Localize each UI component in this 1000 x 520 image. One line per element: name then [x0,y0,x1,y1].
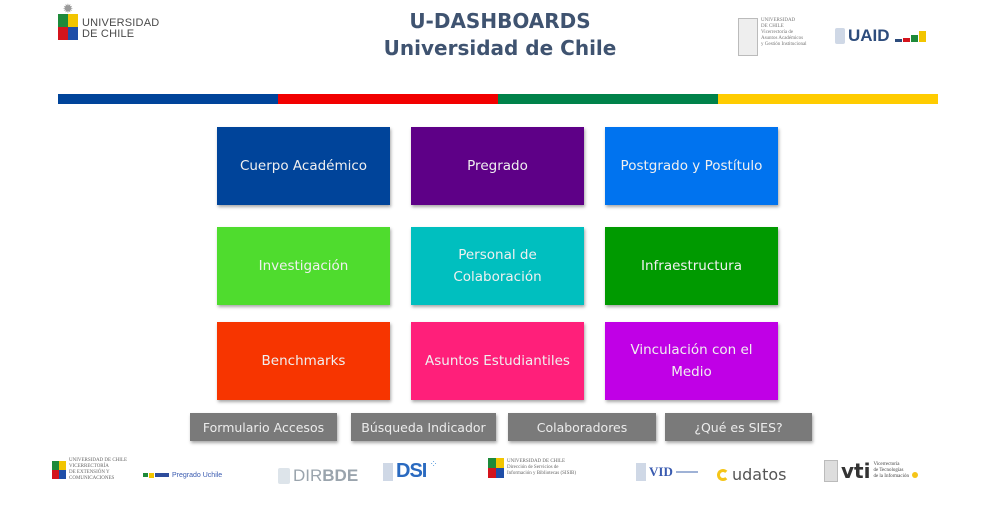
colaboradores-button[interactable]: Colaboradores [508,413,656,441]
sisib-logo-text: UNIVERSIDAD DE CHILE Dirección de Servic… [507,459,577,476]
uaid-bars-icon [894,30,926,42]
udatos-icon [717,468,729,481]
dsi-dots-icon: ⁘ [429,459,438,470]
tile-infraestructura[interactable]: Infraestructura [605,227,778,305]
stripe-blue [58,94,278,104]
page-title: U-DASHBOARDS Universidad de Chile [300,8,700,62]
vti-logo[interactable]: vti Vicerrectoría de Tecnologías de la I… [824,459,918,483]
uchile-crest-icon [488,458,504,478]
title-line2: Universidad de Chile [383,36,617,60]
uchile-logo-text: UNIVERSIDAD DE CHILE [82,17,160,40]
vaa-crest-icon [738,18,758,56]
uaid-logo-text: UAID [848,26,890,45]
uaid-crest-icon [835,28,845,44]
tile-cuerpo-academico[interactable]: Cuerpo Académico [217,127,390,205]
tile-investigacion[interactable]: Investigación [217,227,390,305]
busqueda-indicador-button[interactable]: Búsqueda Indicador [351,413,496,441]
uaid-logo[interactable]: UAID [835,26,926,45]
universidad-de-chile-logo[interactable]: ✹ UNIVERSIDAD DE CHILE [58,3,160,40]
vaa-logo[interactable]: UNIVERSIDAD DE CHILE Vicerrectoría de As… [738,18,807,56]
vaa-logo-text: UNIVERSIDAD DE CHILE Vicerrectoría de As… [761,18,807,47]
stripe-yellow [718,94,938,104]
title-line1: U-DASHBOARDS [409,9,591,33]
vid-crest-icon [636,463,646,481]
vti-crest-icon [824,460,838,482]
sisib-logo[interactable]: UNIVERSIDAD DE CHILE Dirección de Servic… [488,458,576,478]
tile-asuntos-estudiantiles[interactable]: Asuntos Estudiantiles [411,322,584,400]
vti-dot-icon [912,472,918,478]
pregrado-uchile-logo[interactable]: Pregrado Uchile [143,472,222,479]
color-stripe [58,94,938,104]
stripe-green [498,94,718,104]
uchile-crest-icon [52,461,66,479]
tile-vinculacion-medio[interactable]: Vinculación con el Medio [605,322,778,400]
tile-postgrado[interactable]: Postgrado y Postítulo [605,127,778,205]
que-es-sies-button[interactable]: ¿Qué es SIES? [665,413,812,441]
stripe-red [278,94,498,104]
dirbde-logo[interactable]: DIRBDE [278,466,358,486]
vexcom-logo-text: UNIVERSIDAD DE CHILE VICERRECTORÍA DE EX… [69,458,128,481]
formulario-accesos-button[interactable]: Formulario Accesos [190,413,337,441]
vid-logo[interactable]: VID [636,463,698,481]
pregrado-blocks-icon [143,473,169,478]
vti-logo-text: Vicerrectoría de Tecnologías de la Infor… [873,462,909,479]
tile-benchmarks[interactable]: Benchmarks [217,322,390,400]
dsi-crest-icon [383,462,393,481]
dsi-logo[interactable]: DSI ⁘ [383,459,438,483]
dirbde-icon [278,468,290,484]
udatos-logo[interactable]: udatos [717,465,787,484]
tile-personal-colaboracion[interactable]: Personal de Colaboración [411,227,584,305]
tile-pregrado[interactable]: Pregrado [411,127,584,205]
uchile-crest-icon: ✹ [58,3,78,40]
vexcom-logo[interactable]: UNIVERSIDAD DE CHILE VICERRECTORÍA DE EX… [52,458,127,482]
